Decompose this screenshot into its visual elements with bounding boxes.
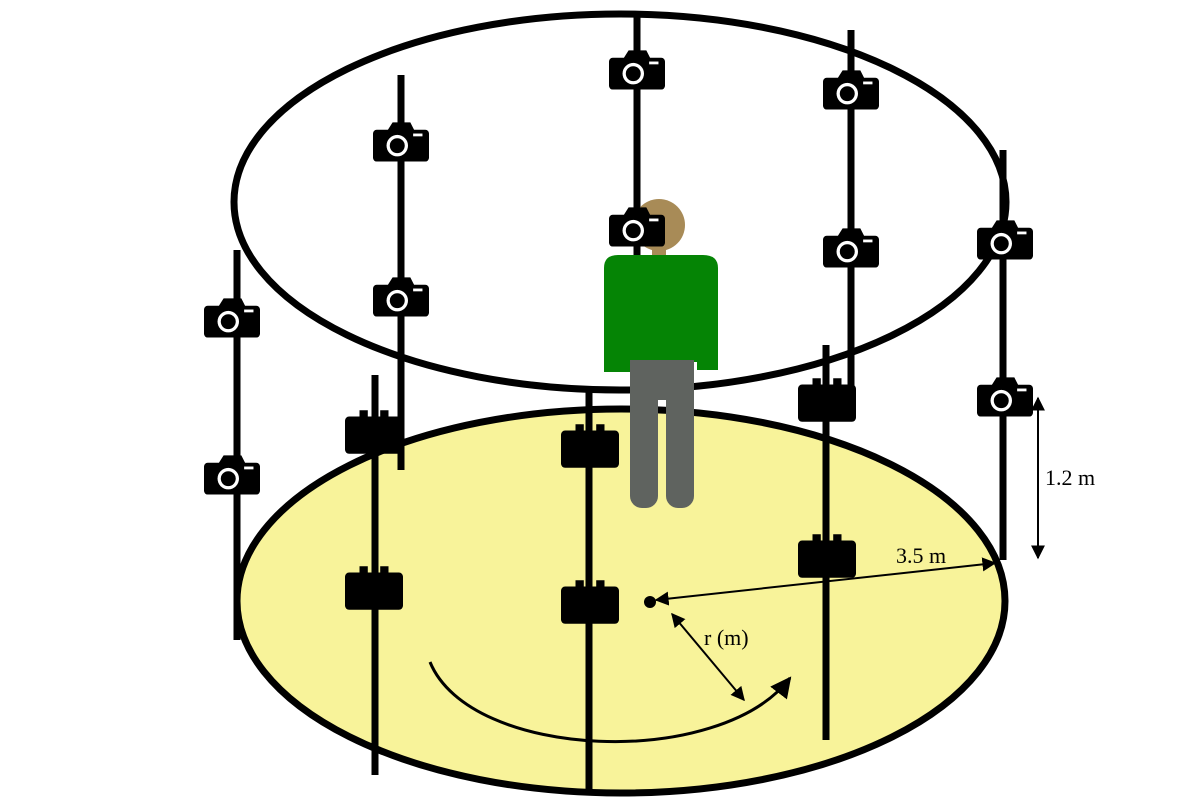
camera-icon	[204, 298, 260, 338]
height-label: 1.2 m	[1045, 465, 1095, 490]
camera-icon	[345, 566, 403, 610]
camera-icon	[561, 424, 619, 468]
person-figure	[604, 199, 718, 508]
camera-icon	[345, 410, 403, 454]
person-hips	[630, 360, 694, 400]
camera-icon	[798, 534, 856, 578]
camera-icon	[977, 377, 1033, 417]
camera-icon	[609, 50, 665, 90]
person-shirt	[604, 255, 718, 372]
top-ring	[230, 10, 1010, 394]
camera-icon	[561, 580, 619, 624]
camera-icon	[373, 122, 429, 162]
radius-label: r (m)	[704, 625, 749, 650]
diameter-arrow	[654, 557, 997, 606]
camera-icon	[823, 70, 879, 110]
diameter-label: 3.5 m	[896, 543, 946, 568]
camera-icon	[798, 378, 856, 422]
camera-icon	[823, 228, 879, 268]
center-point	[644, 596, 656, 608]
camera-icon	[977, 220, 1033, 260]
camera-icon	[204, 455, 260, 495]
rotation-arrow	[428, 661, 792, 744]
camera-icon	[373, 277, 429, 317]
radius-arrow	[671, 612, 745, 702]
